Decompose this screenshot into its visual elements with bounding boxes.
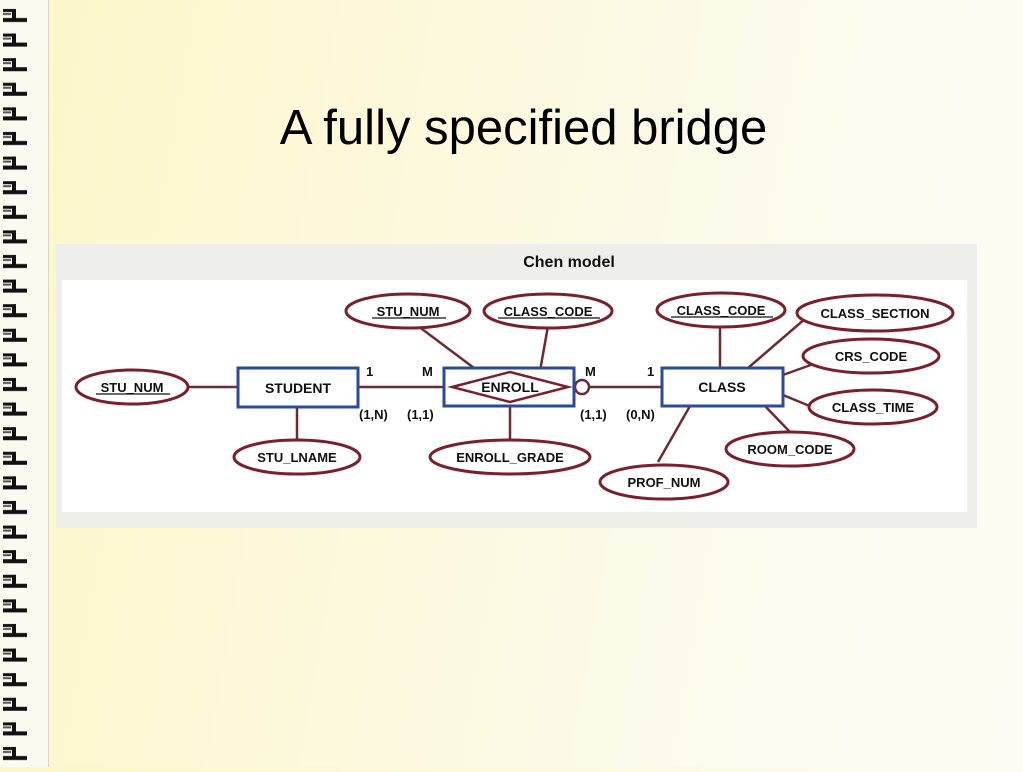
attribute-enroll-class-code-label: CLASS_CODE [504,304,593,319]
attribute-class-time [807,388,939,426]
attribute-room-code [724,430,856,468]
entity-student-label: STUDENT [265,380,332,396]
cardinality-labels: 1 M M 1 (1,N) (1,1) (1,1) (0,N) [359,364,655,422]
optional-participation-marker [573,378,591,396]
cardinality-student-pair: (1,N) [359,407,388,422]
relationship-enroll: ENROLL [442,366,576,408]
attribute-enroll-stu-num-label: STU_NUM [377,304,440,319]
line-class-section [747,317,807,369]
entity-class-label: CLASS [698,379,745,395]
connector-lines [188,317,831,463]
entity-student: STUDENT [236,366,360,409]
attribute-class-section [795,293,955,333]
cardinality-class-side: 1 [647,364,654,379]
attribute-enroll-grade-label: ENROLL_GRADE [456,450,564,465]
cardinality-enroll-right-pair: (1,1) [580,407,607,422]
line-class-prof-num [656,405,692,463]
attribute-class-class-code-label: CLASS_CODE [677,303,766,318]
cardinality-enroll-right: M [585,364,596,379]
entity-class: CLASS [660,366,785,408]
attribute-class-section-label: CLASS_SECTION [820,306,929,321]
cardinality-enroll-left: M [422,364,433,379]
attribute-room-code-label: ROOM_CODE [747,442,833,457]
attribute-class-time-label: CLASS_TIME [832,400,915,415]
attribute-prof-num [598,463,730,501]
attribute-crs-code-label: CRS_CODE [835,349,908,364]
attribute-ovals [74,291,955,501]
line-enroll-stu-num [417,325,479,372]
attribute-labels: STU_NUM STU_LNAME STU_NUM CLASS_CODE ENR… [96,303,930,490]
figure-caption: Chen model [523,254,615,271]
line-enroll-class-code [538,325,550,372]
attribute-stu-num-left-label: STU_NUM [101,380,164,395]
attribute-enroll-grade [428,438,592,476]
cardinality-class-pair: (0,N) [626,407,655,422]
attribute-enroll-class-code [482,292,614,330]
spiral-binding-rings [0,0,48,767]
attribute-stu-lname [232,438,362,476]
attribute-stu-lname-label: STU_LNAME [257,450,337,465]
line-class-room-code [764,405,791,433]
attribute-enroll-stu-num [344,292,472,330]
attribute-prof-num-label: PROF_NUM [628,475,701,490]
attribute-crs-code [801,337,941,375]
cardinality-enroll-left-pair: (1,1) [407,407,434,422]
attribute-class-class-code [655,291,787,329]
relationship-enroll-label: ENROLL [481,379,539,395]
spiral-binding [0,0,49,767]
cardinality-student-side: 1 [366,364,373,379]
line-class-time [782,393,813,409]
slide-title: A fully specified bridge [279,101,768,155]
attribute-stu-num-left [74,368,190,406]
